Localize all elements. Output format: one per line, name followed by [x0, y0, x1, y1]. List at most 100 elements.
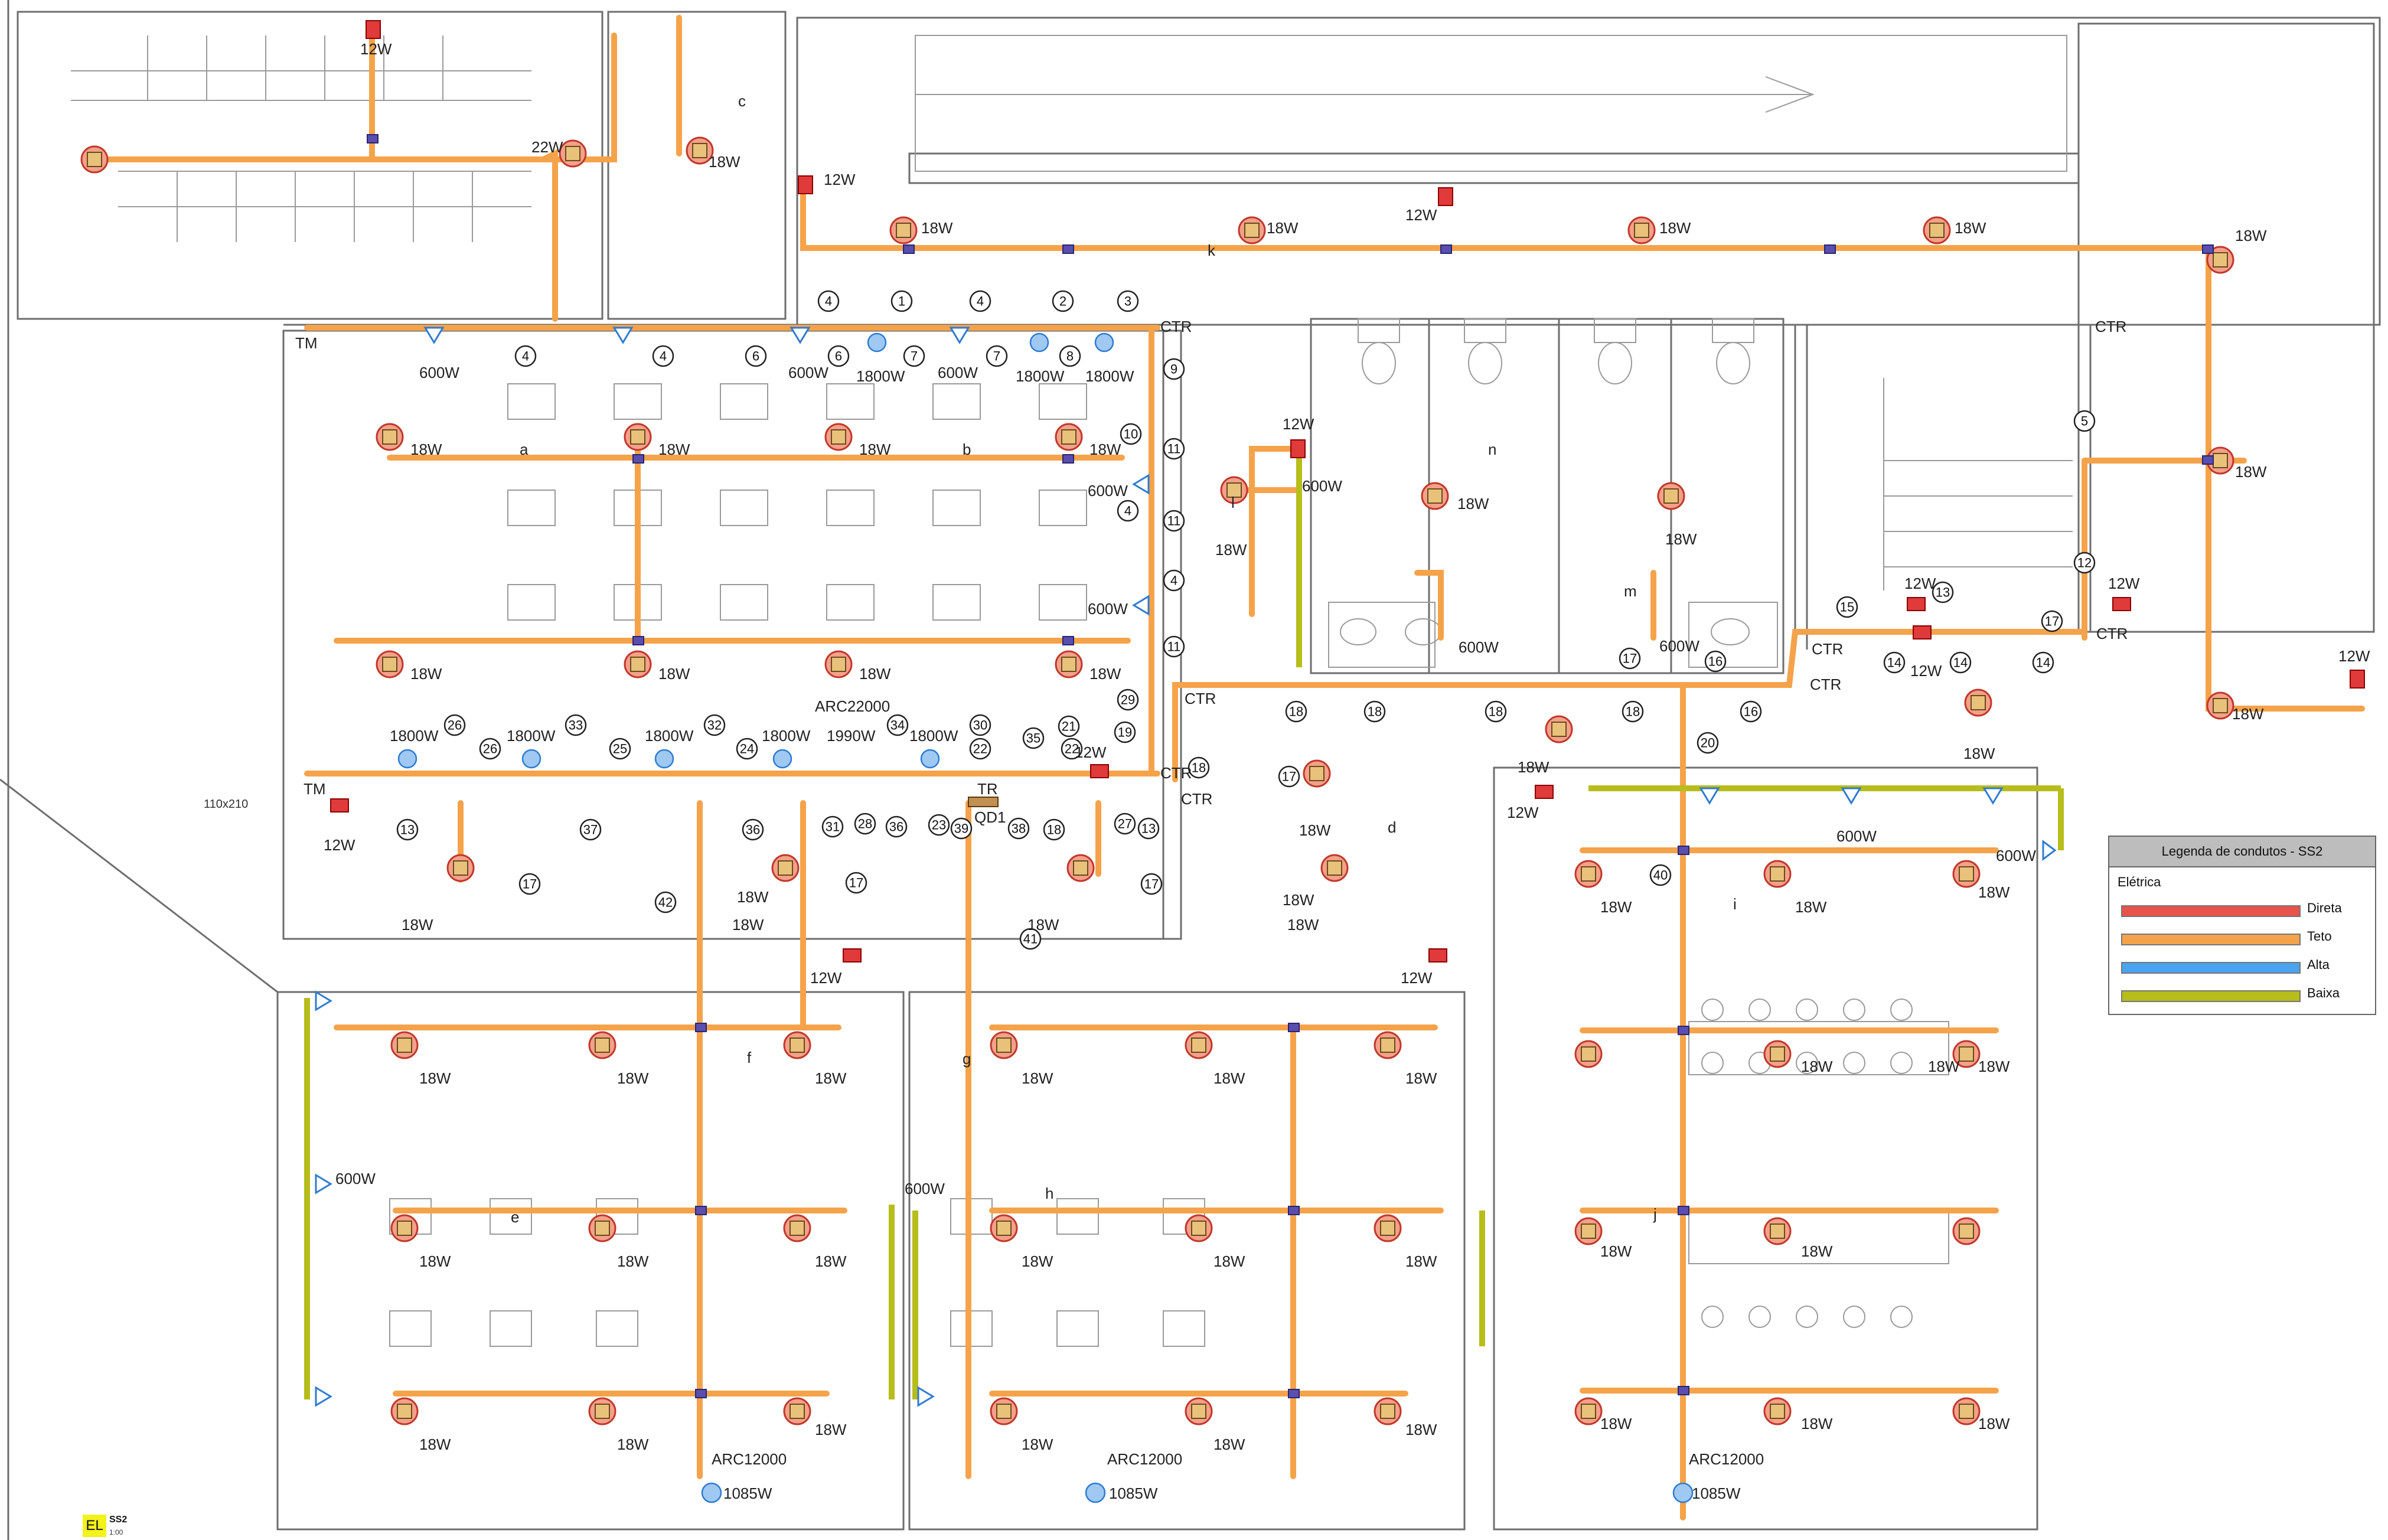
svg-text:7: 7	[911, 349, 918, 364]
svg-text:1800W: 1800W	[390, 727, 439, 745]
svg-text:30: 30	[973, 718, 987, 733]
svg-text:38: 38	[1012, 821, 1026, 836]
svg-text:20: 20	[1701, 736, 1715, 751]
high-outlets	[397, 332, 1694, 1503]
svg-text:18W: 18W	[859, 665, 891, 683]
svg-text:ARC12000: ARC12000	[1107, 1450, 1182, 1468]
lamp	[1964, 689, 1992, 717]
svg-text:CTR: CTR	[1810, 676, 1841, 693]
svg-text:25: 25	[613, 742, 627, 756]
svg-text:k: k	[1208, 242, 1216, 259]
svg-text:14: 14	[1953, 655, 1968, 670]
lamp	[1763, 860, 1792, 888]
svg-text:18W: 18W	[1955, 219, 1986, 237]
lamp	[588, 1214, 616, 1242]
svg-text:ARC12000: ARC12000	[1689, 1450, 1764, 1468]
svg-text:1800W: 1800W	[762, 727, 811, 745]
svg-text:18W: 18W	[419, 1252, 451, 1270]
svg-text:110x210: 110x210	[204, 798, 248, 811]
svg-text:TM: TM	[295, 334, 318, 352]
legend-label: Baixa	[2307, 986, 2340, 1000]
lamp	[376, 650, 404, 678]
svg-text:18W: 18W	[737, 888, 769, 906]
svg-text:16: 16	[1744, 704, 1758, 719]
svg-text:4: 4	[1170, 573, 1177, 588]
lamp	[2206, 446, 2234, 475]
svg-text:ARC22000: ARC22000	[815, 697, 890, 715]
svg-text:1800W: 1800W	[1016, 367, 1065, 385]
svg-text:18W: 18W	[1215, 541, 1247, 559]
svg-text:18W: 18W	[1665, 530, 1697, 548]
svg-text:i: i	[1733, 895, 1737, 913]
svg-text:600W: 600W	[1088, 482, 1128, 500]
legend-title: Legenda de condutos - SS2	[2109, 837, 2375, 867]
svg-text:CTR: CTR	[2096, 625, 2128, 642]
svg-text:18W: 18W	[1801, 1242, 1833, 1260]
svg-text:12W: 12W	[824, 171, 856, 188]
svg-text:4: 4	[1124, 504, 1131, 518]
svg-text:18W: 18W	[1299, 821, 1331, 839]
svg-text:23: 23	[932, 818, 946, 833]
svg-text:18W: 18W	[1795, 898, 1827, 916]
svg-text:7: 7	[993, 349, 1000, 364]
svg-text:24: 24	[740, 742, 754, 756]
svg-text:5: 5	[2081, 414, 2088, 429]
lamp	[1055, 423, 1083, 451]
svg-text:18W: 18W	[815, 1069, 847, 1087]
ceiling-lamps	[80, 136, 2234, 1425]
lamp	[588, 1031, 616, 1059]
lamp	[824, 650, 853, 678]
svg-text:18: 18	[1626, 704, 1640, 719]
svg-text:18W: 18W	[410, 441, 442, 458]
svg-text:18W: 18W	[617, 1252, 649, 1270]
svg-text:CTR: CTR	[1812, 640, 1843, 658]
sheet-scale: 1:00	[109, 1528, 123, 1536]
sheet-stamp: EL	[83, 1515, 106, 1537]
svg-text:16: 16	[1708, 654, 1723, 669]
svg-text:18W: 18W	[1283, 891, 1314, 909]
lamp	[783, 1397, 811, 1425]
circuit-bubbles: 4 1 4 2 3 4 4 6 6 7 7 8 9 10 11 4 11 4 1…	[396, 290, 2096, 950]
svg-text:600W: 600W	[905, 1180, 945, 1198]
svg-text:CTR: CTR	[2095, 318, 2126, 335]
lamp	[1238, 216, 1266, 244]
svg-text:18W: 18W	[1267, 219, 1299, 237]
legend-label: Teto	[2307, 929, 2332, 944]
svg-text:13: 13	[1936, 585, 1950, 600]
lamp	[1952, 1217, 1981, 1245]
svg-text:18W: 18W	[1213, 1435, 1245, 1453]
furniture	[389, 383, 1949, 1347]
svg-text:18W: 18W	[815, 1252, 847, 1270]
svg-text:18W: 18W	[1022, 1435, 1053, 1453]
svg-text:27: 27	[1118, 817, 1132, 831]
lamp	[1763, 1040, 1792, 1068]
svg-text:18W: 18W	[1600, 1242, 1632, 1260]
ramp-top-right	[915, 35, 2067, 172]
lamp	[1055, 650, 1083, 678]
lamp	[1185, 1214, 1213, 1242]
svg-text:12W: 12W	[360, 40, 392, 58]
svg-text:l: l	[1231, 494, 1235, 511]
svg-text:6: 6	[835, 349, 842, 364]
lamp	[771, 854, 800, 882]
svg-text:22: 22	[973, 742, 987, 756]
svg-text:18W: 18W	[658, 441, 690, 458]
svg-text:18W: 18W	[1457, 495, 1489, 513]
svg-text:26: 26	[483, 742, 497, 756]
conduits-low	[304, 449, 2064, 1399]
lamp	[1574, 860, 1603, 888]
lamp	[1545, 715, 1573, 743]
svg-text:1800W: 1800W	[1085, 367, 1134, 385]
lamp	[390, 1214, 419, 1242]
wall-outlets-600w	[315, 327, 2057, 1407]
svg-text:18W: 18W	[1027, 916, 1059, 934]
svg-text:18W: 18W	[1978, 1415, 2010, 1433]
svg-text:600W: 600W	[419, 364, 459, 381]
svg-text:11: 11	[1167, 514, 1181, 528]
svg-text:1085W: 1085W	[723, 1484, 772, 1502]
svg-text:n: n	[1488, 441, 1496, 458]
svg-text:12W: 12W	[2108, 575, 2140, 592]
lamp	[824, 423, 853, 451]
svg-text:600W: 600W	[1836, 827, 1877, 845]
svg-text:12W: 12W	[1507, 804, 1539, 821]
